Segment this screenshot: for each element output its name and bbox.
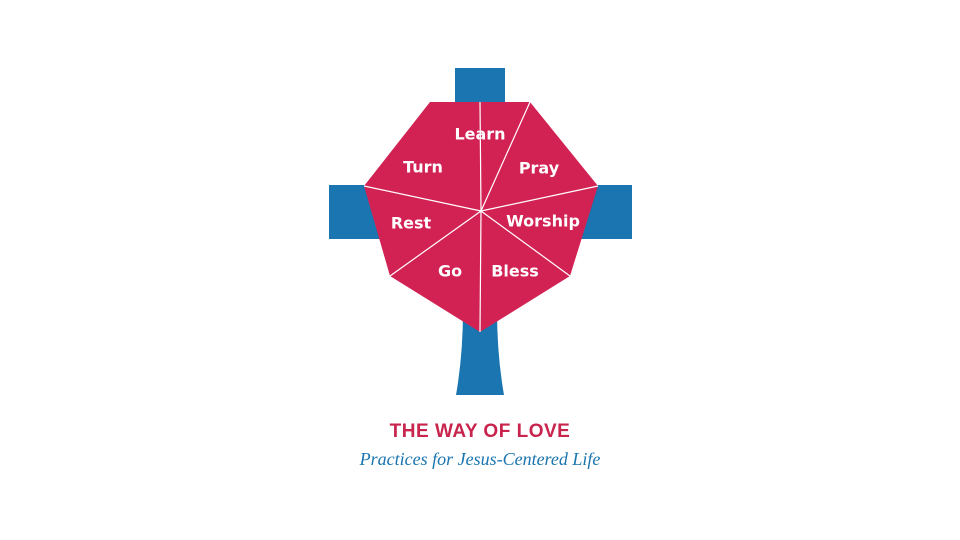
logo-subtitle: Practices for Jesus-Centered Life — [359, 449, 601, 469]
segment-bless — [480, 211, 570, 332]
segment-label-go: Go — [438, 262, 462, 281]
divider-line — [480, 101, 531, 212]
segment-rest — [364, 186, 481, 276]
segment-label-learn: Learn — [454, 125, 505, 144]
segment-go — [390, 211, 481, 332]
cross-bottom-arm — [456, 310, 504, 395]
segment-dividers — [363, 101, 599, 333]
octagon — [364, 102, 598, 332]
segment-label-pray: Pray — [519, 159, 560, 178]
divider-line — [479, 210, 482, 333]
divider-line — [479, 101, 482, 212]
segment-worship — [481, 186, 598, 276]
segment-pray — [481, 102, 598, 211]
logo-title: THE WAY OF LOVE — [389, 421, 571, 442]
segment-turn — [364, 102, 481, 211]
divider-line — [389, 210, 482, 277]
divider-line — [363, 185, 482, 212]
segment-label-worship: Worship — [506, 212, 580, 231]
divider-line — [480, 185, 599, 212]
segment-labels: Learn Pray Worship Bless Go Rest Turn — [391, 125, 580, 281]
segment-label-rest: Rest — [391, 214, 432, 233]
segment-label-bless: Bless — [491, 262, 539, 281]
divider-line — [480, 210, 571, 277]
segment-label-turn: Turn — [403, 158, 443, 177]
